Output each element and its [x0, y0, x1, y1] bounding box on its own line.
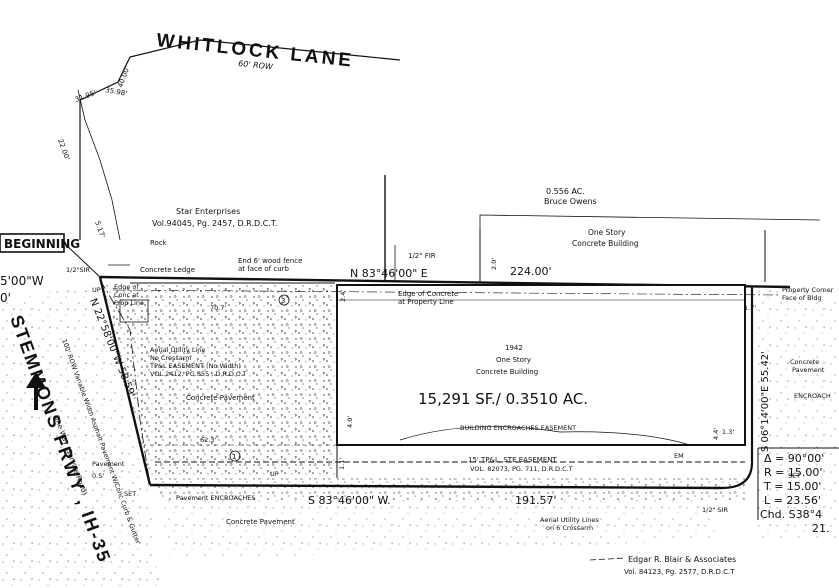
curve-tangent: T = 15.00'	[763, 480, 821, 493]
owner-ne: Bruce Owens	[544, 197, 597, 206]
up-label-2: UP	[270, 470, 279, 478]
dim-2-4: 2.4'	[339, 290, 347, 302]
west-boundary	[98, 276, 152, 486]
aerial-label-3: Aerial Utility Lines	[540, 516, 599, 524]
south-boundary	[149, 483, 723, 490]
edge-prop-label: at Property Line	[398, 298, 454, 306]
whitlock-lane-row	[77, 39, 401, 241]
tpl15-label: 15' TP&L, STE EASEMENT	[468, 456, 558, 464]
curve-table: Δ = 90°00' R = 15.00' T = 15.00' L = 23.…	[757, 447, 839, 535]
wood-fence-label-2: at face of curb	[238, 265, 290, 273]
surveyor-sub: Vol. 84123, Pg. 2577, D.R.D.C.T	[624, 568, 735, 576]
surveyor-label: Edgar R. Blair & Associates	[628, 555, 736, 564]
concrete-ledge-label: Concrete Ledge	[140, 266, 195, 274]
left-edge-dist: 0'	[0, 291, 11, 305]
dim-2-0: 2.0'	[490, 258, 498, 270]
north-bearing: N 83°46'00" E	[350, 267, 428, 280]
aerial-label-4: on 6 Crossarm	[546, 524, 593, 532]
right-pavement-label: Pavement	[792, 366, 825, 374]
edge-concrete-label: Edge of Concrete	[398, 290, 458, 298]
whitlock-dim-1: 40.00'	[116, 65, 131, 88]
rock-label: Rock	[150, 239, 168, 247]
beginning-label: BEGINNING	[4, 237, 80, 251]
concrete-pavement-label: Concrete Pavement	[186, 394, 255, 402]
dim-1-7: 1.7'	[744, 304, 756, 312]
dim-1-3: 1.3'	[722, 428, 734, 436]
edge-conc-left-2: Conc at	[114, 291, 139, 299]
east-bearing: S 06°14'00"E 55.42'	[760, 351, 771, 452]
whitlock-dim-3: 22.00'	[56, 138, 71, 161]
aerial-label-2: No Crossarm	[150, 354, 192, 362]
pave-encroach-label: Pavement ENCROACHES	[176, 494, 256, 502]
em-label: EM	[674, 452, 684, 460]
curve-radius: R = 15.00'	[764, 466, 822, 479]
edge-conc-left-1: Edge of	[114, 283, 139, 291]
building-concrete: Concrete Building	[476, 368, 538, 376]
right-encroach-label: ENCROACH	[794, 392, 831, 400]
dim-70-7: 70.7'	[210, 304, 226, 312]
property-corner-label-2: Face of Bldg	[782, 294, 822, 302]
concrete-pavement-label-2: Concrete Pavement	[226, 518, 295, 526]
beginning-box	[0, 233, 65, 253]
area-label: 15,291 SF./ 0.3510 AC.	[418, 390, 588, 408]
curve-chord: Chd. S38°4	[760, 508, 822, 521]
curve-length: L = 23.56'	[764, 494, 821, 507]
one-story-ne: One Story	[588, 228, 626, 237]
south-pavement	[150, 478, 745, 500]
south-bearing: S 83°46'00" W.	[308, 494, 391, 507]
building-outline	[336, 284, 746, 446]
parking-lot	[100, 285, 335, 475]
building-one-story: One Story	[496, 356, 531, 364]
whitlock-dim-5: 5.17'	[93, 220, 107, 239]
curve-delta: Δ = 90°00'	[764, 452, 824, 465]
marker-1: 1	[232, 453, 236, 461]
whitlock-dim-4: 31.95'	[74, 89, 97, 104]
right-pavement	[755, 290, 839, 540]
right-concrete-label: Concrete	[790, 358, 819, 366]
set-label-1: SET	[124, 490, 136, 498]
star-vol: Vol.94045, Pg. 2457, D.R.D.C.T.	[152, 219, 277, 228]
sir-label-1: 1/2"SIR	[66, 266, 90, 274]
left-edge-bearing: 5'00"W	[0, 274, 44, 288]
whitlock-row-label: 60' ROW	[238, 59, 275, 72]
dim-62-3: 62.3'	[200, 436, 216, 444]
fir-label: 1/2" FIR	[408, 252, 436, 260]
curve-se	[721, 461, 754, 490]
pavement-label: Pavement	[92, 460, 125, 468]
aerial-utility-line	[99, 279, 151, 486]
edge-conc-left-3: Prop Line	[114, 299, 144, 307]
south-distance: 191.57'	[515, 494, 557, 507]
aerial-label-1: Aerial Utility Line	[150, 346, 205, 354]
whitlock-dim-2: 35.98'	[105, 86, 128, 98]
sir-label-2: 1/2" SIR	[702, 506, 729, 514]
north-distance: 224.00'	[510, 265, 552, 278]
bottom-pavement	[160, 500, 720, 560]
dim-4-0: 4.0'	[346, 416, 354, 428]
acreage-ne: 0.556 AC.	[546, 187, 585, 196]
property-corner-label: Property Corner	[782, 286, 834, 294]
dim-0-5: 0.5'	[92, 472, 104, 480]
building-year: 1942	[505, 344, 523, 352]
tpl-vol-label: VOL.2412, PG.355 , D.R.D.C.T	[150, 370, 247, 378]
up-label-1: UP	[92, 286, 101, 294]
direction-arrow	[26, 372, 46, 410]
tpl15-vol-label: VOL. 82073, PG. 711, D.R.D.C.T	[470, 465, 573, 473]
stemmons-pavement	[0, 285, 160, 588]
curve-chord-2: 21.	[812, 522, 830, 535]
star-enterprises: Star Enterprises	[176, 207, 240, 216]
tpl-easement-label: TP&L EASEMENT (No Width)	[149, 362, 241, 370]
marker-3: 3	[281, 297, 285, 305]
wood-fence-label: End 6' wood fence	[238, 257, 302, 265]
concrete-bldg-ne: Concrete Building	[572, 239, 639, 248]
dim-4-4: 4.4'	[712, 428, 720, 440]
dim-1-1: 1.1'	[338, 458, 346, 470]
encroach-label: BUILDING ENCROACHES EASEMENT	[460, 424, 576, 432]
set-label-2: SET	[788, 472, 800, 480]
